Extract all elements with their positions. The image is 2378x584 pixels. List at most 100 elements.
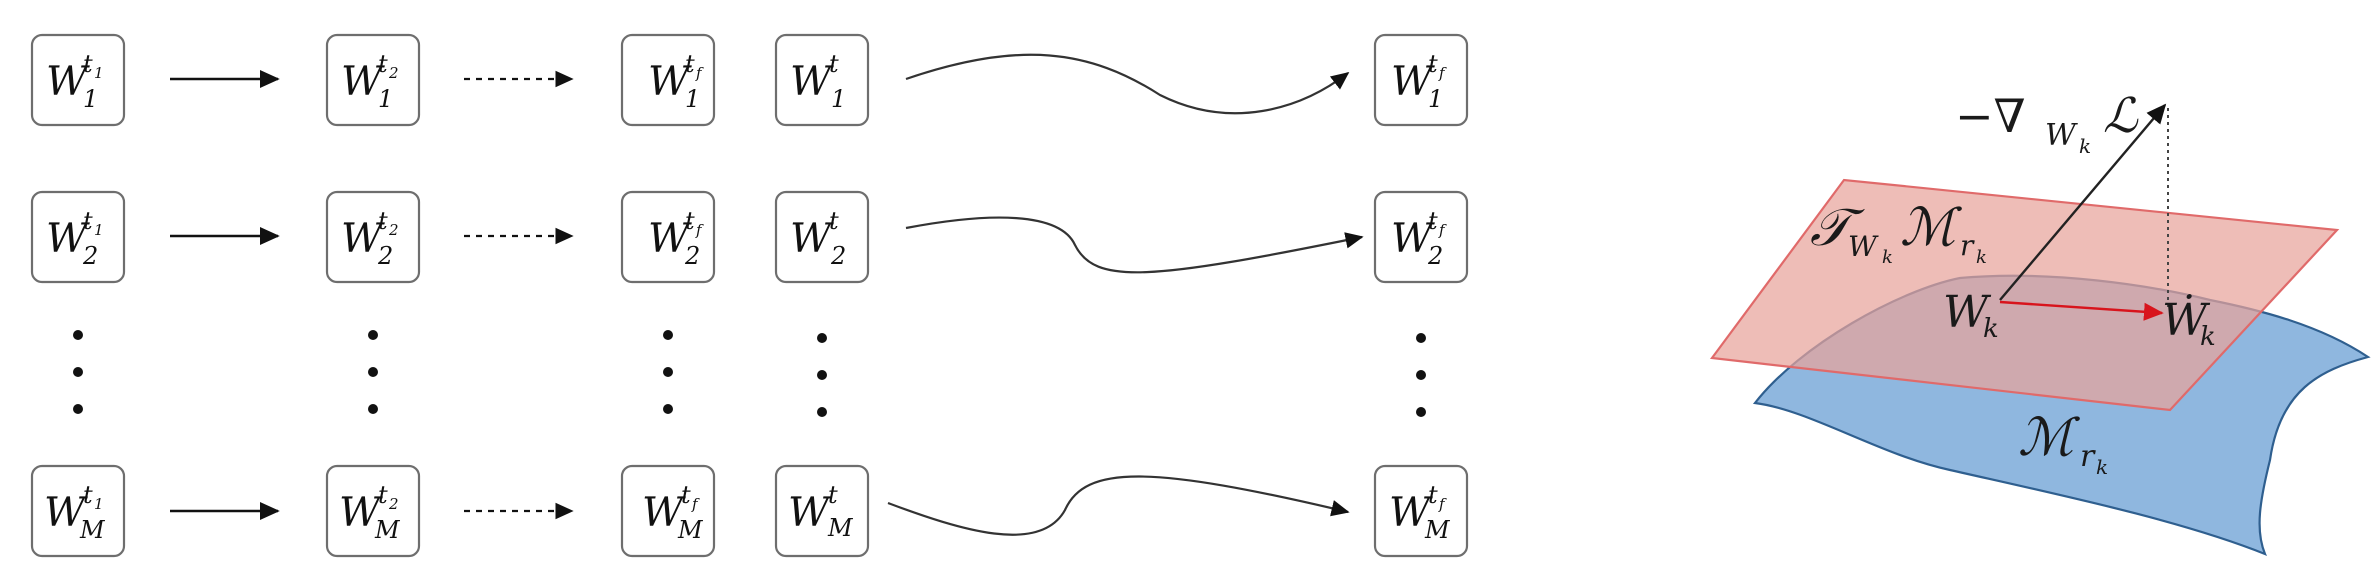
svg-text:ℳ: ℳ xyxy=(2018,408,2080,468)
svg-text:ℒ: ℒ xyxy=(2103,88,2139,144)
trajectory-grid: W t 1 1 W t 2 1 W t f 1 xyxy=(30,33,1469,558)
svg-text:t: t xyxy=(829,207,839,235)
svg-text:t: t xyxy=(83,207,93,235)
svg-text:2: 2 xyxy=(377,242,393,270)
svg-text:t: t xyxy=(1428,481,1438,509)
svg-text:k: k xyxy=(1882,247,1893,268)
svg-text:k: k xyxy=(2096,455,2108,479)
svg-text:W: W xyxy=(1391,216,1435,262)
svg-text:W: W xyxy=(341,216,385,262)
svg-text:2: 2 xyxy=(684,242,700,270)
tangent-plane xyxy=(1709,178,2340,412)
node-r1-c2: W t 2 1 xyxy=(325,33,421,127)
svg-text:f: f xyxy=(691,495,700,513)
svg-text:W: W xyxy=(790,59,834,105)
svg-text:W: W xyxy=(642,490,686,536)
svg-text:1: 1 xyxy=(83,85,98,113)
node-rM-c1: W t 1 M xyxy=(30,464,126,558)
svg-text:W: W xyxy=(341,59,385,105)
svg-text:k: k xyxy=(2079,134,2091,158)
velocity-label: Ẇ k xyxy=(2162,293,2216,352)
node-r1-c1: W t 1 1 xyxy=(30,33,126,127)
svg-text:W: W xyxy=(2045,118,2078,153)
svg-text:W: W xyxy=(790,216,834,262)
svg-text:2: 2 xyxy=(1427,242,1443,270)
svg-text:W: W xyxy=(1391,59,1435,105)
w-symbol: W xyxy=(46,59,90,105)
svg-text:k: k xyxy=(1976,247,1987,268)
node-r1-c4: W t 1 xyxy=(774,33,870,127)
svg-text:W: W xyxy=(1848,230,1879,263)
svg-text:W: W xyxy=(44,490,88,536)
svg-text:W: W xyxy=(339,490,383,536)
node-r2-c3: W t f 2 xyxy=(620,190,716,284)
point-label: W k xyxy=(1943,287,1999,344)
node-rM-c2: W t 2 M xyxy=(325,464,421,558)
node-r1-c3: W t f 1 xyxy=(620,33,716,127)
manifold-illustration: −∇ W k ℒ 𝒯 W k ℳ r k W k Ẇ k ℳ r k xyxy=(1709,88,2371,556)
svg-text:Ẇ: Ẇ xyxy=(2162,293,2211,346)
svg-text:M: M xyxy=(1424,516,1451,544)
node-rM-c3: W t f M xyxy=(620,464,716,558)
svg-text:t: t xyxy=(378,481,388,509)
manifold-label: ℳ r k xyxy=(2018,408,2108,479)
node-r1-c5: W t f 1 xyxy=(1373,33,1469,127)
svg-text:t: t xyxy=(829,50,839,78)
svg-text:1: 1 xyxy=(685,85,700,113)
svg-text:1: 1 xyxy=(1428,85,1443,113)
svg-text:M: M xyxy=(79,516,106,544)
svg-text:W: W xyxy=(648,59,692,105)
row-2: W t 1 2 W t 2 2 W t f 2 xyxy=(30,190,1469,284)
svg-text:W: W xyxy=(788,490,832,536)
svg-text:W: W xyxy=(1943,287,1992,338)
svg-text:1: 1 xyxy=(94,221,104,239)
svg-text:M: M xyxy=(827,514,854,542)
node-r2-c5: W t f 2 xyxy=(1373,190,1469,284)
svg-text:W: W xyxy=(1389,490,1433,536)
svg-text:t: t xyxy=(1428,207,1438,235)
svg-text:2: 2 xyxy=(830,242,846,270)
svg-text:t: t xyxy=(828,481,838,509)
svg-text:t: t xyxy=(378,207,388,235)
svg-text:M: M xyxy=(677,516,704,544)
row-M: W t 1 M W t 2 M W t f M xyxy=(30,464,1469,558)
svg-text:k: k xyxy=(2200,322,2216,352)
svg-text:k: k xyxy=(1983,314,1999,344)
svg-text:1: 1 xyxy=(94,495,104,513)
svg-text:M: M xyxy=(374,516,401,544)
curve-rM xyxy=(887,475,1350,536)
svg-text:t: t xyxy=(83,50,93,78)
svg-text:f: f xyxy=(1438,64,1447,82)
node-r2-c4: W t 2 xyxy=(774,190,870,284)
svg-text:2: 2 xyxy=(388,495,399,513)
svg-text:f: f xyxy=(695,64,704,82)
svg-text:f: f xyxy=(1438,495,1447,513)
velocity-arrow xyxy=(1999,300,2164,321)
svg-text:r: r xyxy=(2080,439,2096,474)
node-r2-c1: W t 1 2 xyxy=(30,190,126,284)
svg-text:−∇: −∇ xyxy=(1955,89,2026,143)
svg-text:r: r xyxy=(1960,229,1975,262)
svg-text:f: f xyxy=(695,221,704,239)
node-r2-c2: W t 2 2 xyxy=(325,190,421,284)
svg-text:W: W xyxy=(46,216,90,262)
svg-text:t: t xyxy=(378,50,388,78)
svg-text:t: t xyxy=(685,207,695,235)
svg-text:t: t xyxy=(1428,50,1438,78)
svg-text:2: 2 xyxy=(388,221,399,239)
svg-text:2: 2 xyxy=(82,242,98,270)
row-1: W t 1 1 W t 2 1 W t f 1 xyxy=(30,33,1469,127)
svg-text:W: W xyxy=(648,216,692,262)
svg-text:1: 1 xyxy=(94,64,104,82)
node-rM-c4: W t M xyxy=(774,464,870,558)
gradient-label: −∇ W k ℒ xyxy=(1955,88,2139,158)
svg-text:t: t xyxy=(83,481,93,509)
ellipsis-dots xyxy=(73,330,1426,417)
svg-text:1: 1 xyxy=(831,85,846,113)
gradient-arrow xyxy=(1999,103,2167,301)
svg-text:f: f xyxy=(1438,221,1447,239)
svg-text:2: 2 xyxy=(388,64,399,82)
svg-text:t: t xyxy=(681,481,691,509)
curve-r1 xyxy=(905,53,1350,115)
